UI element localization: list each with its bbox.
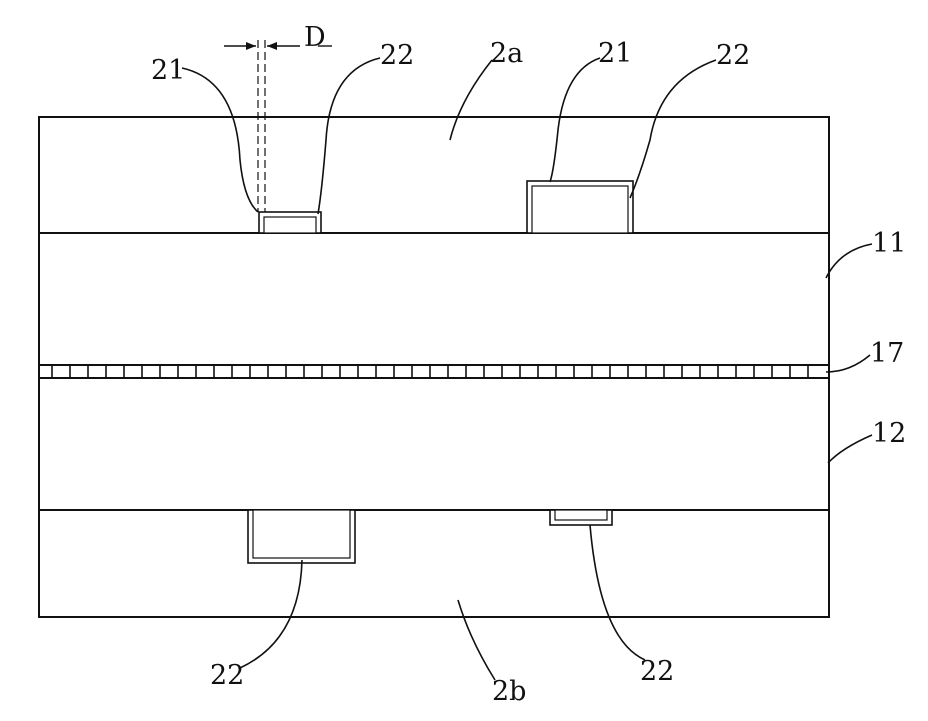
- label-2b: 2b: [492, 676, 526, 707]
- label-21-top-left: 21: [151, 55, 185, 86]
- bottom-cavity-right: [550, 510, 612, 525]
- label-22-top-left: 22: [380, 40, 414, 71]
- label-21-top-right: 21: [598, 38, 632, 69]
- label-12: 12: [872, 418, 906, 449]
- layer-12: [39, 378, 829, 510]
- label-22-bottom-left: 22: [210, 660, 244, 691]
- layer-2b: [39, 510, 829, 617]
- label-d: D: [304, 22, 326, 53]
- label-2a: 2a: [490, 38, 523, 69]
- top-cavity-left: [259, 212, 321, 233]
- bottom-cavity-left: [248, 510, 355, 563]
- layer-11: [39, 233, 829, 365]
- label-11: 11: [872, 228, 906, 259]
- label-17: 17: [870, 338, 904, 369]
- dimension-d: [224, 40, 332, 212]
- layer-2a: [39, 117, 829, 233]
- label-22-bottom-right: 22: [640, 656, 674, 687]
- top-cavity-right: [527, 181, 633, 233]
- layer-17: [39, 365, 829, 378]
- label-22-top-right: 22: [716, 40, 750, 71]
